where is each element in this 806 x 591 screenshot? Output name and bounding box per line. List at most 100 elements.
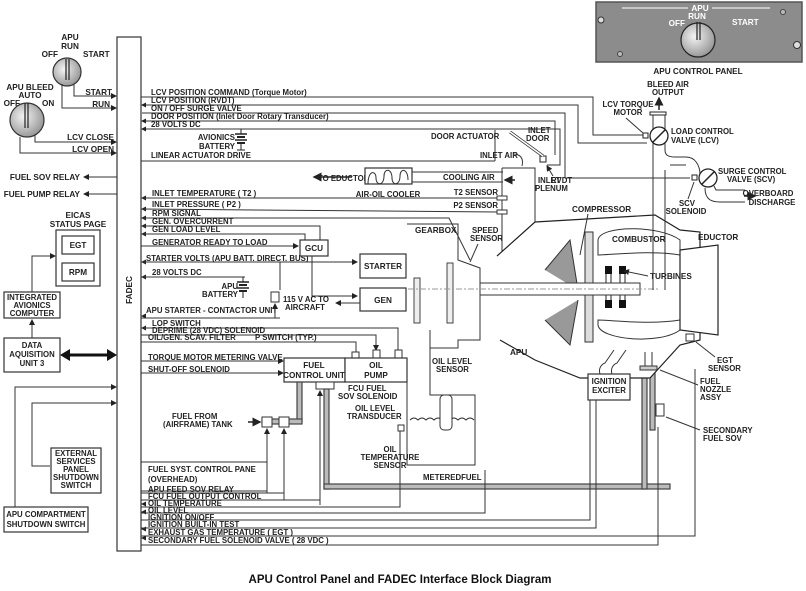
signal-28vdc-top: 28 VOLTS DC [151,120,201,129]
lcv-torque-motor-label1: LCV TORQUE [603,100,654,109]
bleed-air-label1: BLEED AIR [647,80,689,89]
apu-knob-run-label: RUN [61,42,79,51]
fuel-nozzle-label1: FUEL [700,377,721,386]
signal-shut-off-solenoid: SHUT-OFF SOLENOID [148,365,230,374]
signal-starter-contactor: APU STARTER - CONTACTOR UNIT [146,306,277,315]
oil-pump [344,357,408,383]
door-actuator [539,155,547,163]
fcu-sov-label1: FCU FUEL [348,384,387,393]
inlet-plenum-label2: PLENUM [535,184,568,193]
bleed-knob-title: APU BLEED [6,83,53,92]
fuel-valve-1 [261,416,273,428]
start-signal-label: START [85,88,112,97]
apu-bleed-knob-group: APU BLEED AUTO OFF ON LCV CLOSE LCV OPEN [4,83,117,156]
inlet-door-label1: INLET [528,126,551,135]
eductor-label: EDUCTOR [698,233,738,242]
bleed-knob-auto-label: AUTO [18,91,42,100]
scv-label2: VALVE (SCV) [727,175,776,184]
bleed-knob-off-label: OFF [4,99,20,108]
eicas-rpm: RPM [69,268,87,277]
fuel-nozzle-label3: ASSY [700,393,722,402]
external-services-shutdown-switch [50,447,102,494]
dau-line3: UNIT 3 [20,359,45,368]
panel-off-label: OFF [669,19,685,28]
apu-run-knob[interactable] [52,57,82,87]
eductor [679,244,719,336]
oil-temp-label1: OIL [384,445,397,454]
signal-oil-temperature: OIL TEMPERATURE [148,499,222,508]
gen-label: GEN [374,296,392,305]
oil-level-sensor [439,394,453,431]
fuel-nozzle [639,365,658,371]
fadec-label: FADEC [125,276,134,304]
speed-sensor-label2: SENSOR [470,234,503,243]
iac-line1: INTEGRATED [7,293,57,302]
inlet-plenum-label1: INLET [538,176,561,185]
lcv-label2: VALVE (LCV) [671,136,719,145]
battery-icon [235,129,247,151]
compartment-line2: SHUTDOWN SWITCH [7,520,86,529]
signal-surge-valve: ON / OFF SURGE VALVE [151,104,242,113]
signal-egt: EXHAUST GAS TEMPERATURE ( EGT ) [148,528,293,537]
ac-out-label1: 115 V AC TO [283,295,329,304]
compressor-label: COMPRESSOR [572,205,631,214]
dau-line1: DATA [22,341,43,350]
lcv-torque-motor-label2: MOTOR [614,108,643,117]
rvdt-label: RVDT [551,176,572,185]
esp-line2: SERVICES [56,457,95,466]
signal-secondary-fuel-solenoid: SECONDARY FUEL SOLENOID VALVE ( 28 VDC ) [148,536,329,545]
fcu-sov-solenoid [315,381,335,390]
signal-28vdc-mid: 28 VOLTS DC [152,268,202,277]
eicas-rpm-box[interactable] [61,262,95,282]
air-oil-cooler-label: AIR-OIL COOLER [356,190,421,199]
oil-level-transducer-label1: OIL LEVEL [355,404,395,413]
signal-apu-feed-sov-relay: APU FEED SOV RELAY [148,485,235,494]
integrated-avionics-computer [3,291,61,319]
fuel-panel-label1: FUEL SYST. CONTROL PANE [148,465,256,474]
gear-shaft-icon [413,277,421,324]
eicas-subtitle: STATUS PAGE [50,220,107,229]
p2-sensor-label: P2 SENSOR [453,201,498,210]
scv-solenoid [691,174,698,181]
inlet-door-label2: DOOR [526,134,550,143]
secondary-sov-label1: SECONDARY [703,426,753,435]
secondary-fuel-sov [655,403,665,417]
apu-engine [408,214,719,379]
run-signal-label: RUN [92,100,110,109]
lcv-torque-motor [642,132,649,139]
t2-sensor [496,195,508,201]
diagram-title: APU Control Panel and FADEC Interface Bl… [249,574,552,586]
mid-signal-lines [140,197,498,299]
screw-icon [617,51,623,57]
eicas-egt-box[interactable] [61,235,95,255]
signal-fcu-fuel-output: FCU FUEL OUTPUT CONTROL [148,492,262,501]
signal-torque-motor-metering: TORQUE MOTOR METERING VALVE [148,353,283,362]
eicas-egt: EGT [70,241,87,250]
apu-knob-off-label: OFF [42,50,58,59]
signal-door-position: DOOR POSITION (Inlet Door Rotary Transdu… [151,112,329,121]
apu-bleed-knob[interactable] [9,102,45,138]
signal-linear-actuator-drive: LINEAR ACTUATOR DRIVE [151,151,251,160]
secondary-sov-label2: FUEL SOV [703,434,743,443]
apu-battery-icon [237,277,249,298]
avionics-battery-label2: BATTERY [199,142,236,151]
starter-box [359,253,407,279]
p-switch [351,351,360,359]
panel-apu-knob[interactable] [680,22,716,58]
inlet-air-arrow [512,153,523,167]
apu-control-panel: APU RUN OFF START APU CONTROL PANEL [595,1,803,76]
compartment-line1: APU COMPARTMENT [6,510,86,519]
signal-lcv-position-rvdt: LCV POSITION (RVDT) [151,96,235,105]
apu-label: APU [510,348,527,357]
gen-box [359,287,407,312]
lcv-close-label: LCV CLOSE [67,133,114,142]
signal-scav-filter: OIL/GEN. SCAV. FILTER [148,333,236,342]
p-switch-label: P SWITCH (TYP.) [255,333,317,342]
overboard-label2: DISCHARGE [749,198,796,207]
fcu-sov-label2: SOV SOLENOID [338,392,398,401]
egt-sensor-label1: EGT [717,356,733,365]
scv-label1: SURGE CONTROL [718,167,787,176]
oil-temp-label3: SENSOR [374,461,407,470]
esp-line1: EXTERNAL [55,449,97,458]
